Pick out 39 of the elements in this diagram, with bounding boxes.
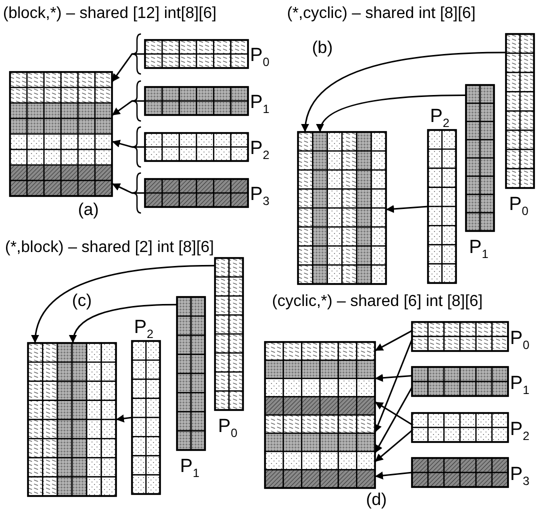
arrow xyxy=(112,182,145,194)
arrow xyxy=(374,339,413,433)
panel-label: (a) xyxy=(78,200,99,220)
arrow xyxy=(374,472,412,480)
panel-label: (d) xyxy=(366,490,387,510)
arrow xyxy=(111,53,145,82)
processor-label: P$_{1}$ xyxy=(180,456,200,482)
arrow xyxy=(374,386,413,454)
arrow xyxy=(374,430,412,462)
processor-label: P$_{3}$ xyxy=(250,184,270,210)
processor-label: P$_{2}$ xyxy=(430,106,450,132)
processor-label: P$_{1}$ xyxy=(510,372,530,398)
arrow xyxy=(374,401,412,426)
arrow xyxy=(317,94,466,132)
panel-title: (block,*) – shared [12] int[8][6] xyxy=(3,4,216,24)
arrow xyxy=(32,264,216,344)
arrow xyxy=(112,100,145,116)
processor-label: P$_{0}$ xyxy=(510,328,530,354)
arrow xyxy=(302,52,506,132)
arrow xyxy=(112,140,145,148)
arrow xyxy=(70,304,178,344)
arrow xyxy=(386,204,428,213)
processor-label: P$_{1}$ xyxy=(250,92,270,118)
processor-label: P$_{1}$ xyxy=(469,237,488,263)
panel-label: (b) xyxy=(312,38,333,58)
arrow xyxy=(374,330,412,352)
panel-label: (c) xyxy=(72,291,92,311)
processor-label: P$_{3}$ xyxy=(510,464,530,490)
processor-label: P$_{2}$ xyxy=(134,317,154,343)
arrow xyxy=(374,374,412,382)
processor-label: P$_{2}$ xyxy=(250,138,270,164)
panel-title: (*,cyclic) – shared int [8][6] xyxy=(287,4,476,24)
processor-label: P$_{0}$ xyxy=(218,416,238,442)
arrow xyxy=(116,414,132,422)
processor-label: P$_{2}$ xyxy=(510,418,530,444)
processor-label: P$_{0}$ xyxy=(509,194,528,220)
panel-title: (cyclic,*) – shared [6] int [8][6] xyxy=(272,292,483,312)
processor-label: P$_{0}$ xyxy=(250,45,270,71)
panel-title: (*,block) – shared [2] int [8][6] xyxy=(5,238,214,258)
